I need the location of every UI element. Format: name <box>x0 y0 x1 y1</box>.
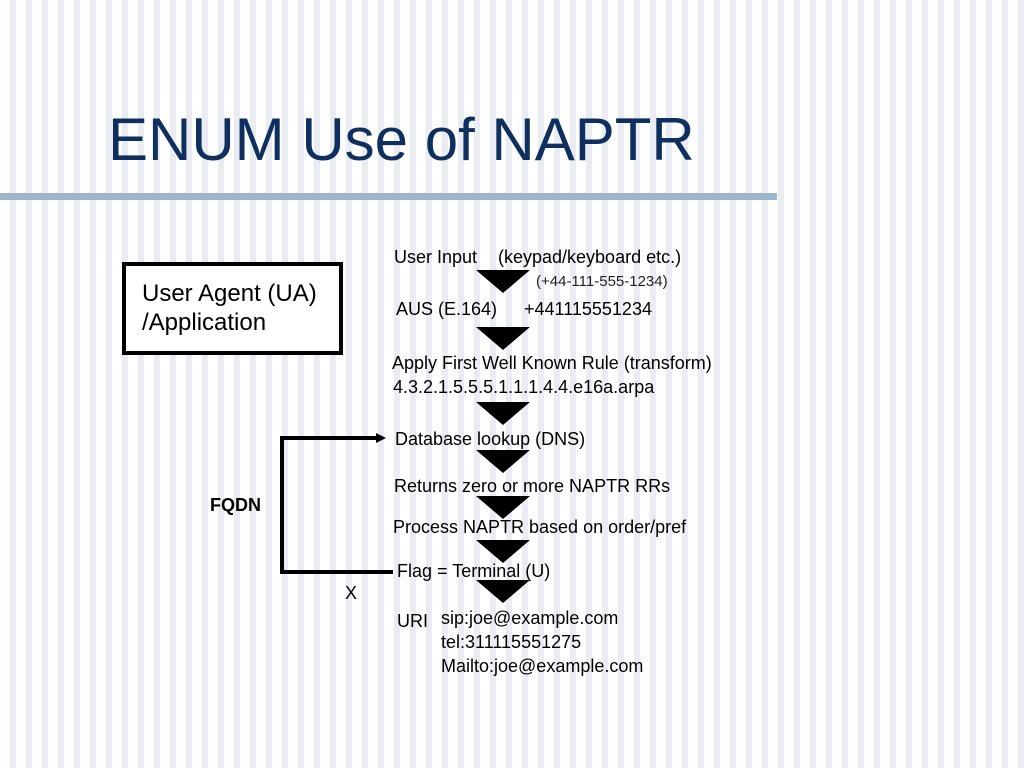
user-agent-label: User Agent (UA) <box>142 280 317 307</box>
uri-sip: sip:joe@example.com <box>441 608 619 628</box>
uri-label: URI <box>397 611 428 631</box>
arrow-down-6 <box>476 540 530 563</box>
fqdn-label: FQDN <box>210 495 261 515</box>
arrow-down-1 <box>476 270 530 293</box>
arrow-down-7 <box>476 580 530 603</box>
user-input-note: (keypad/keyboard etc.) <box>498 247 682 267</box>
returns-naptr-step: Returns zero or more NAPTR RRs <box>394 476 671 496</box>
aus-value: +441115551234 <box>524 299 652 319</box>
uri-mailto: Mailto:joe@example.com <box>441 656 644 676</box>
fqdn-loop-arrowhead <box>376 433 386 443</box>
arrow-down-3 <box>476 402 530 425</box>
aus-label: AUS (E.164) <box>396 299 498 319</box>
apply-rule-step: Apply First Well Known Rule (transform) <box>392 353 712 373</box>
x-label: X <box>345 583 358 603</box>
user-agent-box: User Agent (UA) /Application <box>122 262 343 355</box>
e164-domain: 4.3.2.1.5.5.5.1.1.1.4.4.e16a.arpa <box>393 377 655 397</box>
slide-title: ENUM Use of NAPTR <box>108 106 695 173</box>
fqdn-loop-line <box>280 436 393 574</box>
dialed-number-example: (+44-111-555-1234) <box>536 273 668 290</box>
uri-tel: tel:311115551275 <box>441 632 582 652</box>
application-label: /Application <box>142 309 267 336</box>
flag-terminal-step: Flag = Terminal (U) <box>397 561 551 581</box>
title-divider <box>0 193 777 200</box>
database-lookup-step: Database lookup (DNS) <box>395 429 586 449</box>
user-input-label: User Input <box>394 247 478 267</box>
arrow-down-5 <box>476 496 530 519</box>
arrow-down-2 <box>476 327 530 350</box>
arrow-down-4 <box>476 450 530 473</box>
process-naptr-step: Process NAPTR based on order/pref <box>393 517 687 537</box>
